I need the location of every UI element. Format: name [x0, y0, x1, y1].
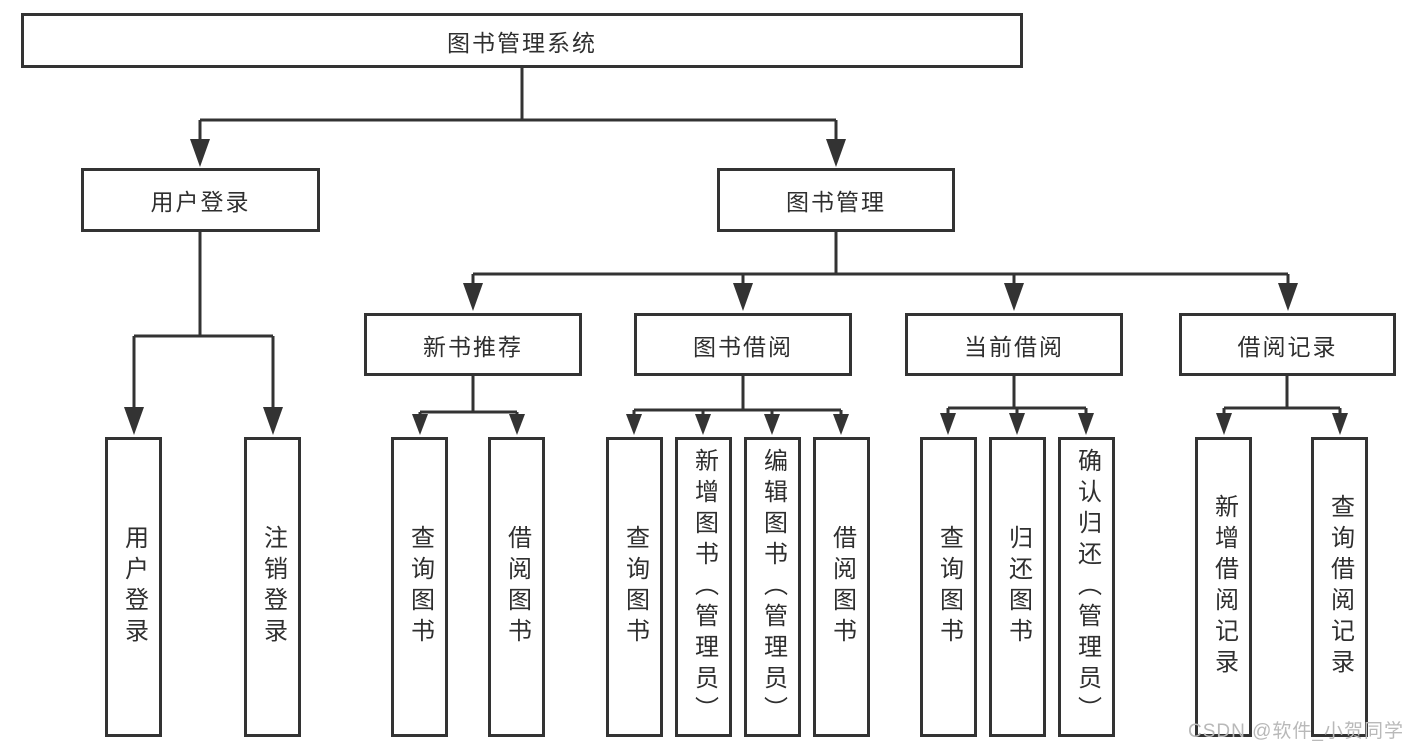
- leaf-label: 借阅图书: [503, 525, 531, 649]
- leaf-label: 查询图书: [935, 525, 963, 649]
- node-library-management-system: 图书管理系统: [21, 13, 1023, 68]
- leaf-label: 注销登录: [259, 525, 287, 649]
- leaf-add-book-admin: 新增图书（管理员）: [675, 437, 732, 737]
- leaf-label: 编辑图书（管理员）: [759, 447, 787, 727]
- leaf-label: 查询图书: [621, 525, 649, 649]
- node-label: 借阅记录: [1237, 333, 1338, 360]
- node-label: 图书借阅: [693, 333, 793, 360]
- leaf-label: 归还图书: [1004, 525, 1032, 649]
- node-label: 当前借阅: [964, 333, 1064, 360]
- leaf-borrow-books-newbook: 借阅图书: [488, 437, 545, 737]
- leaf-borrow-books-borrowing: 借阅图书: [813, 437, 870, 737]
- leaf-query-borrow-record: 查询借阅记录: [1311, 437, 1368, 737]
- leaf-confirm-return-admin: 确认归还（管理员）: [1058, 437, 1115, 737]
- leaf-logout: 注销登录: [244, 437, 301, 737]
- node-new-book-recommendation: 新书推荐: [364, 313, 582, 376]
- leaf-edit-book-admin: 编辑图书（管理员）: [744, 437, 801, 737]
- connector-borrowing-records-to-leaves: [1216, 376, 1348, 435]
- connector-user-login-to-leaves: [124, 232, 283, 435]
- node-book-borrowing: 图书借阅: [634, 313, 852, 376]
- node-label: 用户登录: [150, 189, 251, 215]
- leaf-add-borrow-record: 新增借阅记录: [1195, 437, 1252, 737]
- node-label: 新书推荐: [423, 333, 523, 360]
- leaf-return-books: 归还图书: [989, 437, 1046, 737]
- leaf-query-books-newbook: 查询图书: [391, 437, 448, 737]
- leaf-label: 新增借阅记录: [1210, 494, 1238, 680]
- node-current-borrowing: 当前借阅: [905, 313, 1123, 376]
- node-borrowing-records: 借阅记录: [1179, 313, 1396, 376]
- node-label: 图书管理系统: [447, 29, 597, 56]
- leaf-label: 新增图书（管理员）: [690, 447, 718, 727]
- node-user-login: 用户登录: [81, 168, 320, 232]
- connector-book-management-to-level3: [463, 232, 1298, 311]
- connector-root-to-level2: [190, 68, 846, 167]
- leaf-label: 借阅图书: [828, 525, 856, 649]
- connector-current-borrowing-to-leaves: [940, 376, 1094, 435]
- leaf-query-books-borrowing: 查询图书: [606, 437, 663, 737]
- leaf-label: 查询图书: [406, 525, 434, 649]
- connector-new-book-recommendation-to-leaves: [412, 376, 525, 435]
- leaf-user-login: 用户登录: [105, 437, 162, 737]
- node-book-management: 图书管理: [717, 168, 955, 232]
- leaf-label: 确认归还（管理员）: [1073, 447, 1101, 727]
- leaf-query-books-current: 查询图书: [920, 437, 977, 737]
- leaf-label: 查询借阅记录: [1326, 494, 1354, 680]
- csdn-watermark: CSDN @软件_小贺同学: [1188, 721, 1404, 742]
- node-label: 图书管理: [786, 189, 886, 215]
- connector-book-borrowing-to-leaves: [626, 376, 849, 435]
- leaf-label: 用户登录: [120, 525, 148, 649]
